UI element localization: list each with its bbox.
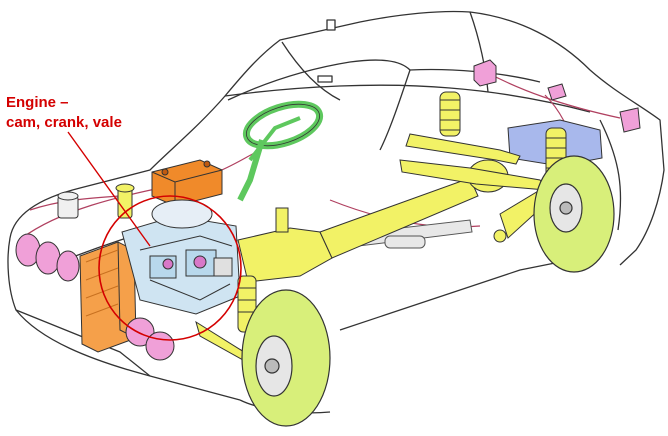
rear-left-spring	[439, 91, 461, 137]
drivetrain	[237, 133, 547, 283]
callout-pointer	[67, 131, 151, 247]
front-wheel	[241, 289, 331, 427]
air-filter-canister	[57, 191, 79, 219]
car-body-outline	[7, 10, 665, 414]
callout-line-2: cam, crank, vale	[6, 114, 122, 131]
steering-wheel	[237, 100, 324, 202]
rear-lamps	[473, 59, 641, 133]
engine-block	[121, 199, 241, 315]
rear-wheel	[533, 155, 615, 273]
engine-highlight-circle	[98, 195, 242, 341]
callout-line-1: Engine –	[6, 94, 69, 111]
engine-callout-label: Engine – cam, crank, vale	[6, 93, 122, 133]
front-left-strut	[115, 183, 135, 219]
battery	[151, 159, 223, 207]
